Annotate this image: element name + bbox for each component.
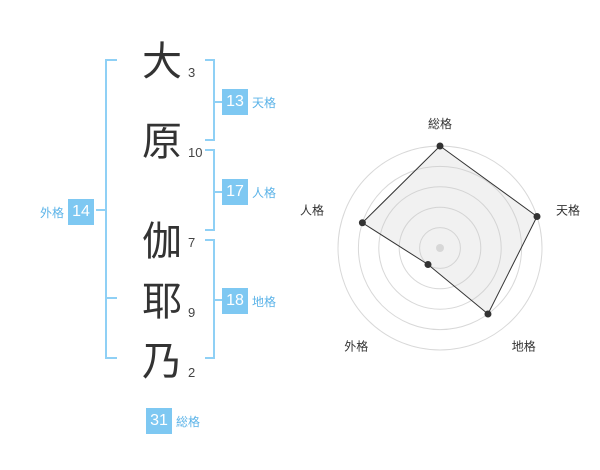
name-char-5: 乃 (142, 339, 182, 385)
stroke-count-2: 10 (188, 145, 203, 160)
radar-ring-2 (398, 206, 482, 290)
tenkaku-value: 13 (222, 89, 248, 115)
radar-ring-3 (378, 186, 502, 310)
chikaku-label: 地格 (252, 294, 277, 309)
chikaku-badge: 18 地格 (222, 288, 276, 314)
jinkaku-value: 17 (222, 179, 248, 205)
tenkaku-bracket (205, 59, 215, 141)
radar-point-1 (436, 142, 444, 150)
stroke-count-1: 3 (188, 65, 196, 80)
chikaku-bracket (205, 239, 215, 359)
gaikaku-label: 外格 (40, 205, 65, 220)
soukaku-value: 31 (146, 408, 172, 434)
jinkaku-label: 人格 (252, 185, 277, 200)
radar-point-5 (358, 219, 366, 227)
jinkaku-bracket (205, 149, 215, 231)
radar-point-3 (484, 310, 492, 318)
radar-data-polygon (361, 145, 538, 315)
radar-axis-label-1: 総格 (428, 116, 452, 131)
radar-point-4 (424, 261, 432, 269)
name-char-1: 大 (142, 39, 182, 85)
radar-ring-1 (419, 227, 461, 269)
name-char-2: 原 (142, 119, 182, 165)
name-char-4: 耶 (142, 279, 182, 325)
chikaku-value: 18 (222, 288, 248, 314)
radar-center-dot (436, 244, 444, 252)
stroke-count-3: 7 (188, 235, 196, 250)
soukaku-label: 総格 (176, 414, 201, 429)
soukaku-badge: 31 総格 (146, 408, 200, 434)
gaikaku-value: 14 (68, 199, 95, 225)
radar-point-2 (533, 212, 541, 220)
tenkaku-badge: 13 天格 (222, 89, 276, 115)
gaikaku-badge: 外格 14 (40, 199, 95, 225)
name-char-3: 伽 (142, 219, 182, 265)
radar-axis-label-5: 人格 (300, 202, 324, 217)
stroke-count-5: 2 (188, 365, 196, 380)
stroke-count-4: 9 (188, 305, 196, 320)
jinkaku-badge: 17 人格 (222, 179, 276, 205)
radar-axis-label-4: 外格 (344, 339, 368, 354)
radar-axis-label-3: 地格 (512, 339, 536, 354)
gaikaku-bracket (105, 59, 117, 359)
radar-axis-label-2: 天格 (556, 202, 580, 217)
tenkaku-label: 天格 (252, 95, 277, 110)
